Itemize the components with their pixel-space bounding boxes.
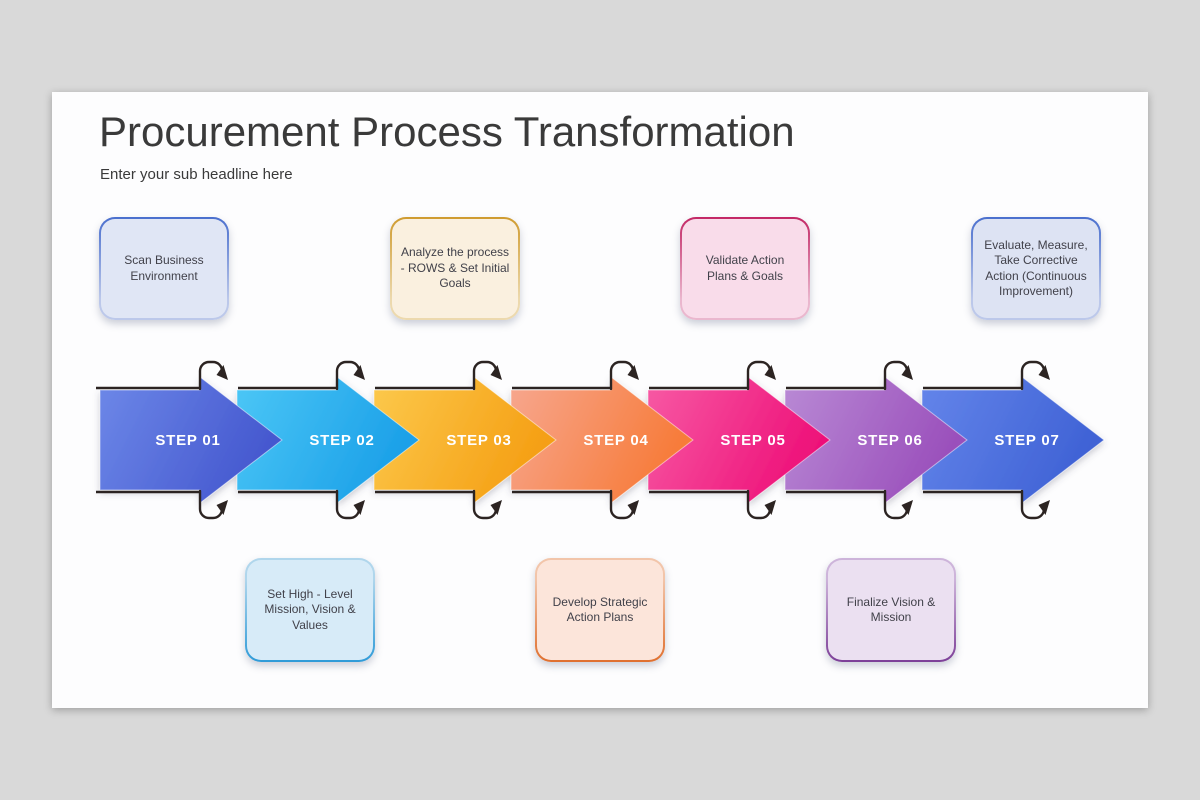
top-callout-box-4: Evaluate, Measure, Take Corrective Actio… <box>971 217 1101 320</box>
loop-arrowhead-top <box>901 365 913 380</box>
step-label-1: STEP 01 <box>155 432 220 449</box>
diagram-canvas: STEP 01 STEP 02 STEP 03 STEP 04 STEP 05 STEP … <box>96 360 1105 520</box>
bottom-callout-box-3: Finalize Vision & Mission <box>826 558 956 662</box>
step-label-6: STEP 06 <box>857 432 922 449</box>
callout-label: Set High - Level Mission, Vision & Value… <box>264 586 356 632</box>
loop-arrowhead-bottom <box>490 500 502 515</box>
top-callout-box-2: Analyze the process - ROWS & Set Initial… <box>390 217 520 320</box>
step-label-7: STEP 07 <box>994 432 1059 449</box>
callout-label: Analyze the process - ROWS & Set Initial… <box>400 245 510 291</box>
callout-body: Scan Business Environment <box>100 218 228 319</box>
callout-label: Develop Strategic Action Plans <box>552 594 648 624</box>
callout-body: Validate Action Plans & Goals <box>681 218 809 319</box>
loop-arrowhead-bottom <box>1038 500 1050 515</box>
top-callout-box-3: Validate Action Plans & Goals <box>680 217 810 320</box>
callout-body: Set High - Level Mission, Vision & Value… <box>246 559 374 661</box>
bottom-callout-box-2: Develop Strategic Action Plans <box>535 558 665 662</box>
loop-arrowhead-top <box>1038 365 1050 380</box>
loop-arrowhead-bottom <box>901 500 913 515</box>
callout-body: Finalize Vision & Mission <box>827 559 955 661</box>
loop-arrowhead-top <box>764 365 776 380</box>
page-subtitle: Enter your sub headline here <box>100 166 293 183</box>
loop-arrowhead-top <box>627 365 639 380</box>
loop-arrowhead-top <box>490 365 502 380</box>
callout-body: Develop Strategic Action Plans <box>536 559 664 661</box>
loop-arrowhead-bottom <box>353 500 365 515</box>
slide-card: Procurement Process Transformation Enter… <box>52 92 1148 708</box>
callout-body: Analyze the process - ROWS & Set Initial… <box>391 218 519 319</box>
step-label-5: STEP 05 <box>720 432 785 449</box>
loop-arrowhead-bottom <box>627 500 639 515</box>
top-callout-box-1: Scan Business Environment <box>99 217 229 320</box>
loop-arrowhead-top <box>353 365 365 380</box>
callout-body: Evaluate, Measure, Take Corrective Actio… <box>972 218 1100 319</box>
page-title: Procurement Process Transformation <box>99 108 795 155</box>
bottom-callout-box-1: Set High - Level Mission, Vision & Value… <box>245 558 375 662</box>
callout-label: Evaluate, Measure, Take Corrective Actio… <box>984 237 1088 298</box>
callout-label: Finalize Vision & Mission <box>846 594 936 624</box>
step-label-3: STEP 03 <box>446 432 511 449</box>
callout-label: Validate Action Plans & Goals <box>705 253 785 283</box>
loop-arrowhead-bottom <box>764 500 776 515</box>
loop-arrowhead-top <box>216 365 228 380</box>
step-label-2: STEP 02 <box>309 432 374 449</box>
step-label-4: STEP 04 <box>583 432 648 449</box>
loop-arrowhead-bottom <box>216 500 228 515</box>
callout-label: Scan Business Environment <box>124 253 204 283</box>
